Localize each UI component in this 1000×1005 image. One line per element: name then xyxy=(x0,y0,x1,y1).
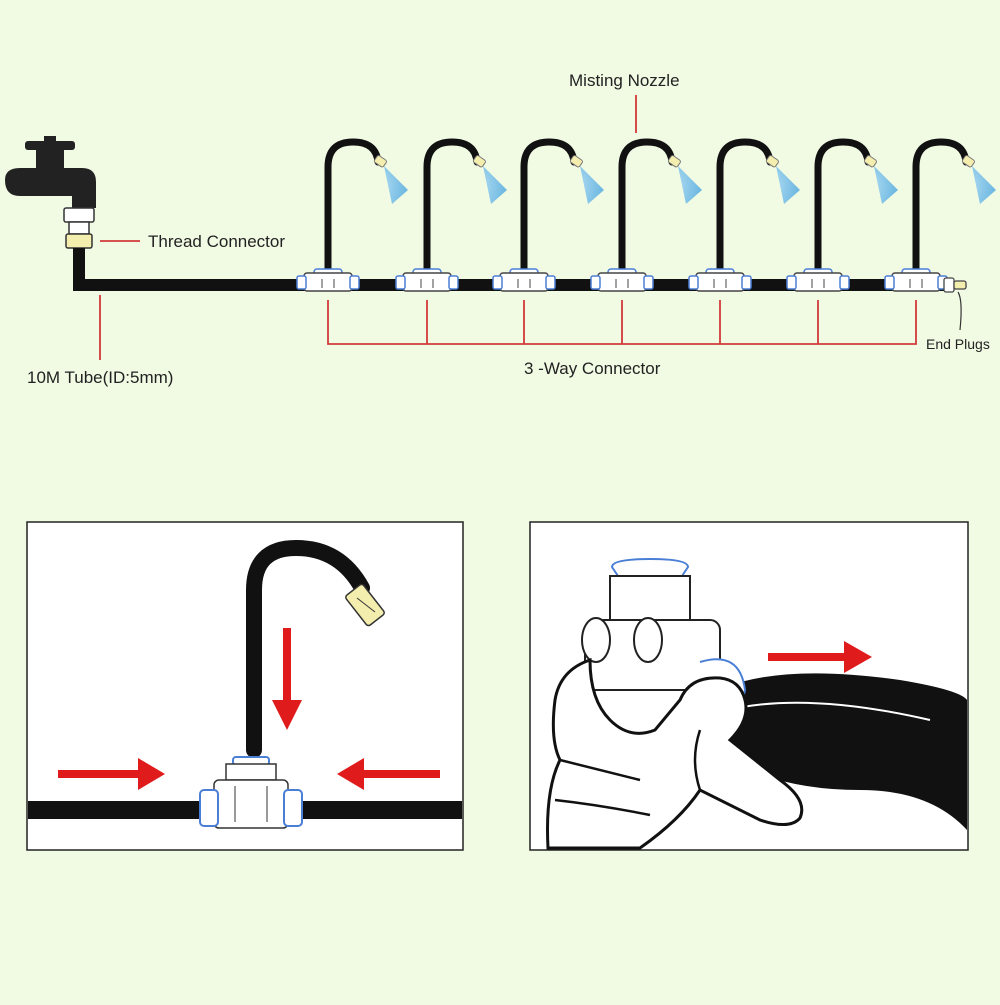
misting-nozzle-icon xyxy=(328,142,408,272)
tee-connector-icon xyxy=(492,268,556,292)
end-plugs-label: End Plugs xyxy=(926,336,990,352)
main-tube xyxy=(73,248,952,291)
three-way-connector-label: 3 -Way Connector xyxy=(524,359,661,378)
misting-nozzle-icon xyxy=(916,142,996,272)
tee-connector-icon xyxy=(395,268,459,292)
end-plug-icon xyxy=(943,277,967,293)
arrow-icon xyxy=(272,628,302,730)
tee-connector-icon xyxy=(590,268,654,292)
tube-label: 10M Tube(ID:5mm) xyxy=(27,368,173,387)
assembly-panel-right xyxy=(529,521,969,851)
misting-nozzle-icon xyxy=(622,142,702,272)
tee-connector-icon xyxy=(199,756,303,829)
tee-connector-icon xyxy=(786,268,850,292)
misting-nozzle-icon xyxy=(524,142,604,272)
misting-nozzle-icon xyxy=(720,142,800,272)
tee-connector-icon xyxy=(884,268,948,292)
misting-nozzle-icon xyxy=(345,583,385,627)
faucet-icon xyxy=(5,136,96,249)
assembly-panel-left xyxy=(26,521,464,851)
leader-lines xyxy=(99,95,962,360)
hand-icon xyxy=(546,657,804,850)
thread-connector-label: Thread Connector xyxy=(148,232,285,251)
tee-connector-icon xyxy=(688,268,752,292)
nozzle-row xyxy=(328,142,996,272)
arrow-icon xyxy=(337,758,440,790)
misting-nozzle-icon xyxy=(818,142,898,272)
misting-nozzle-icon xyxy=(427,142,507,272)
arrow-icon xyxy=(58,758,165,790)
tee-connector-icon xyxy=(296,268,360,292)
misting-nozzle-label: Misting Nozzle xyxy=(569,71,680,90)
arrow-icon xyxy=(768,641,872,673)
